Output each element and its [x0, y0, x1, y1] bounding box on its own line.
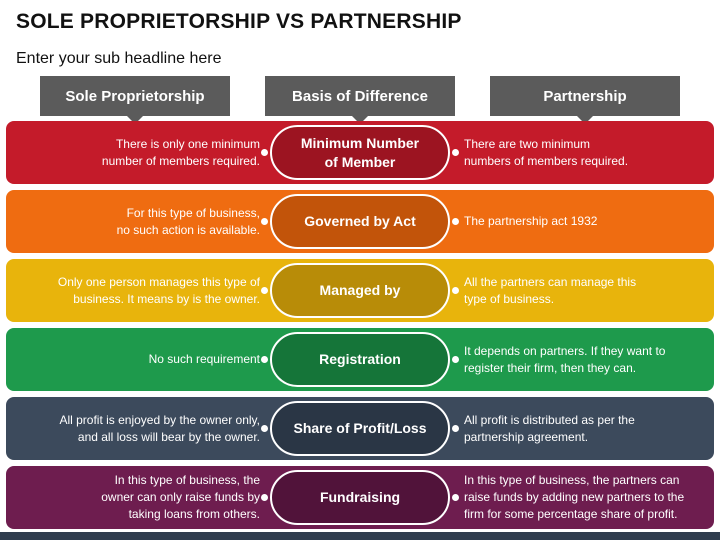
sole-proprietorship-text: All profit is enjoyed by the owner only,… — [59, 412, 260, 444]
column-header-basis-of-difference: Basis of Difference — [265, 76, 455, 124]
comparison-row: All profit is enjoyed by the owner only,… — [6, 397, 714, 460]
connector-dot-left — [261, 287, 268, 294]
connector-dot-left — [261, 218, 268, 225]
column-header-partnership: Partnership — [490, 76, 680, 124]
basis-label: Registration — [270, 332, 450, 387]
comparison-row: For this type of business,no such action… — [6, 190, 714, 253]
bottom-bar — [0, 532, 720, 540]
connector-dot-left — [261, 425, 268, 432]
column-header-sole-proprietorship: Sole Proprietorship — [40, 76, 230, 124]
sole-proprietorship-text: For this type of business,no such action… — [116, 205, 260, 237]
partnership-text: In this type of business, the partners c… — [464, 473, 685, 521]
page-subtitle: Enter your sub headline here — [16, 50, 222, 67]
connector-dot-right — [452, 494, 459, 501]
page-title: SOLE PROPRIETORSHIP VS PARTNERSHIP — [16, 10, 462, 33]
connector-dot-right — [452, 218, 459, 225]
basis-label: Governed by Act — [270, 194, 450, 249]
connector-dot-left — [261, 149, 268, 156]
connector-dot-right — [452, 287, 459, 294]
connector-dot-right — [452, 149, 459, 156]
connector-dot-left — [261, 356, 268, 363]
comparison-row: No such requirement Registration It depend… — [6, 328, 714, 391]
connector-dot-right — [452, 425, 459, 432]
partnership-text: The partnership act 1932 — [464, 214, 598, 228]
connector-dot-right — [452, 356, 459, 363]
connector-dot-left — [261, 494, 268, 501]
basis-label: Managed by — [270, 263, 450, 318]
basis-label: Fundraising — [270, 470, 450, 525]
sole-proprietorship-text: No such requirement — [148, 352, 260, 366]
basis-label: Share of Profit/Loss — [270, 401, 450, 456]
